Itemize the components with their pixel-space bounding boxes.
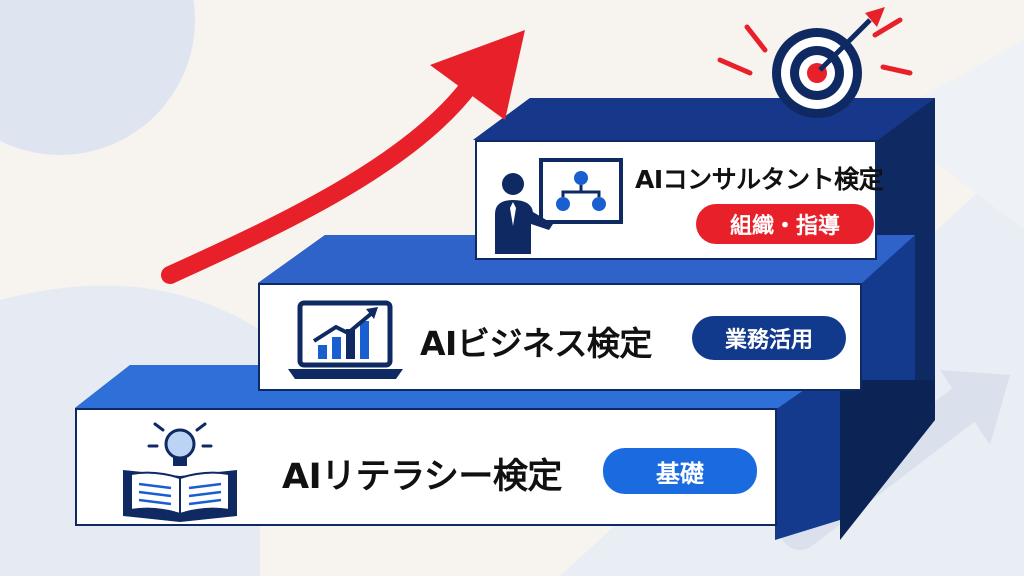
open-book-lightbulb-icon bbox=[123, 422, 237, 522]
step-card-consultant: AIコンサルタント検定 組織・指導 bbox=[475, 140, 884, 260]
step-title: AIリテラシー検定 bbox=[282, 457, 562, 497]
step-badge: 組織・指導 bbox=[696, 204, 874, 244]
presenter-org-chart-icon bbox=[495, 158, 623, 254]
step-card-literacy: AIリテラシー検定 基礎 bbox=[75, 408, 777, 526]
target-bullseye-icon bbox=[717, 7, 913, 118]
rising-arrow-icon bbox=[161, 30, 525, 284]
step-title: AIコンサルタント検定 bbox=[635, 165, 884, 194]
laptop-growth-chart-icon bbox=[288, 300, 403, 379]
step-badge: 基礎 bbox=[603, 448, 757, 494]
step-badge: 業務活用 bbox=[692, 316, 846, 360]
step-title: AIビジネス検定 bbox=[420, 324, 652, 363]
step-card-business: AIビジネス検定 業務活用 bbox=[258, 283, 862, 391]
